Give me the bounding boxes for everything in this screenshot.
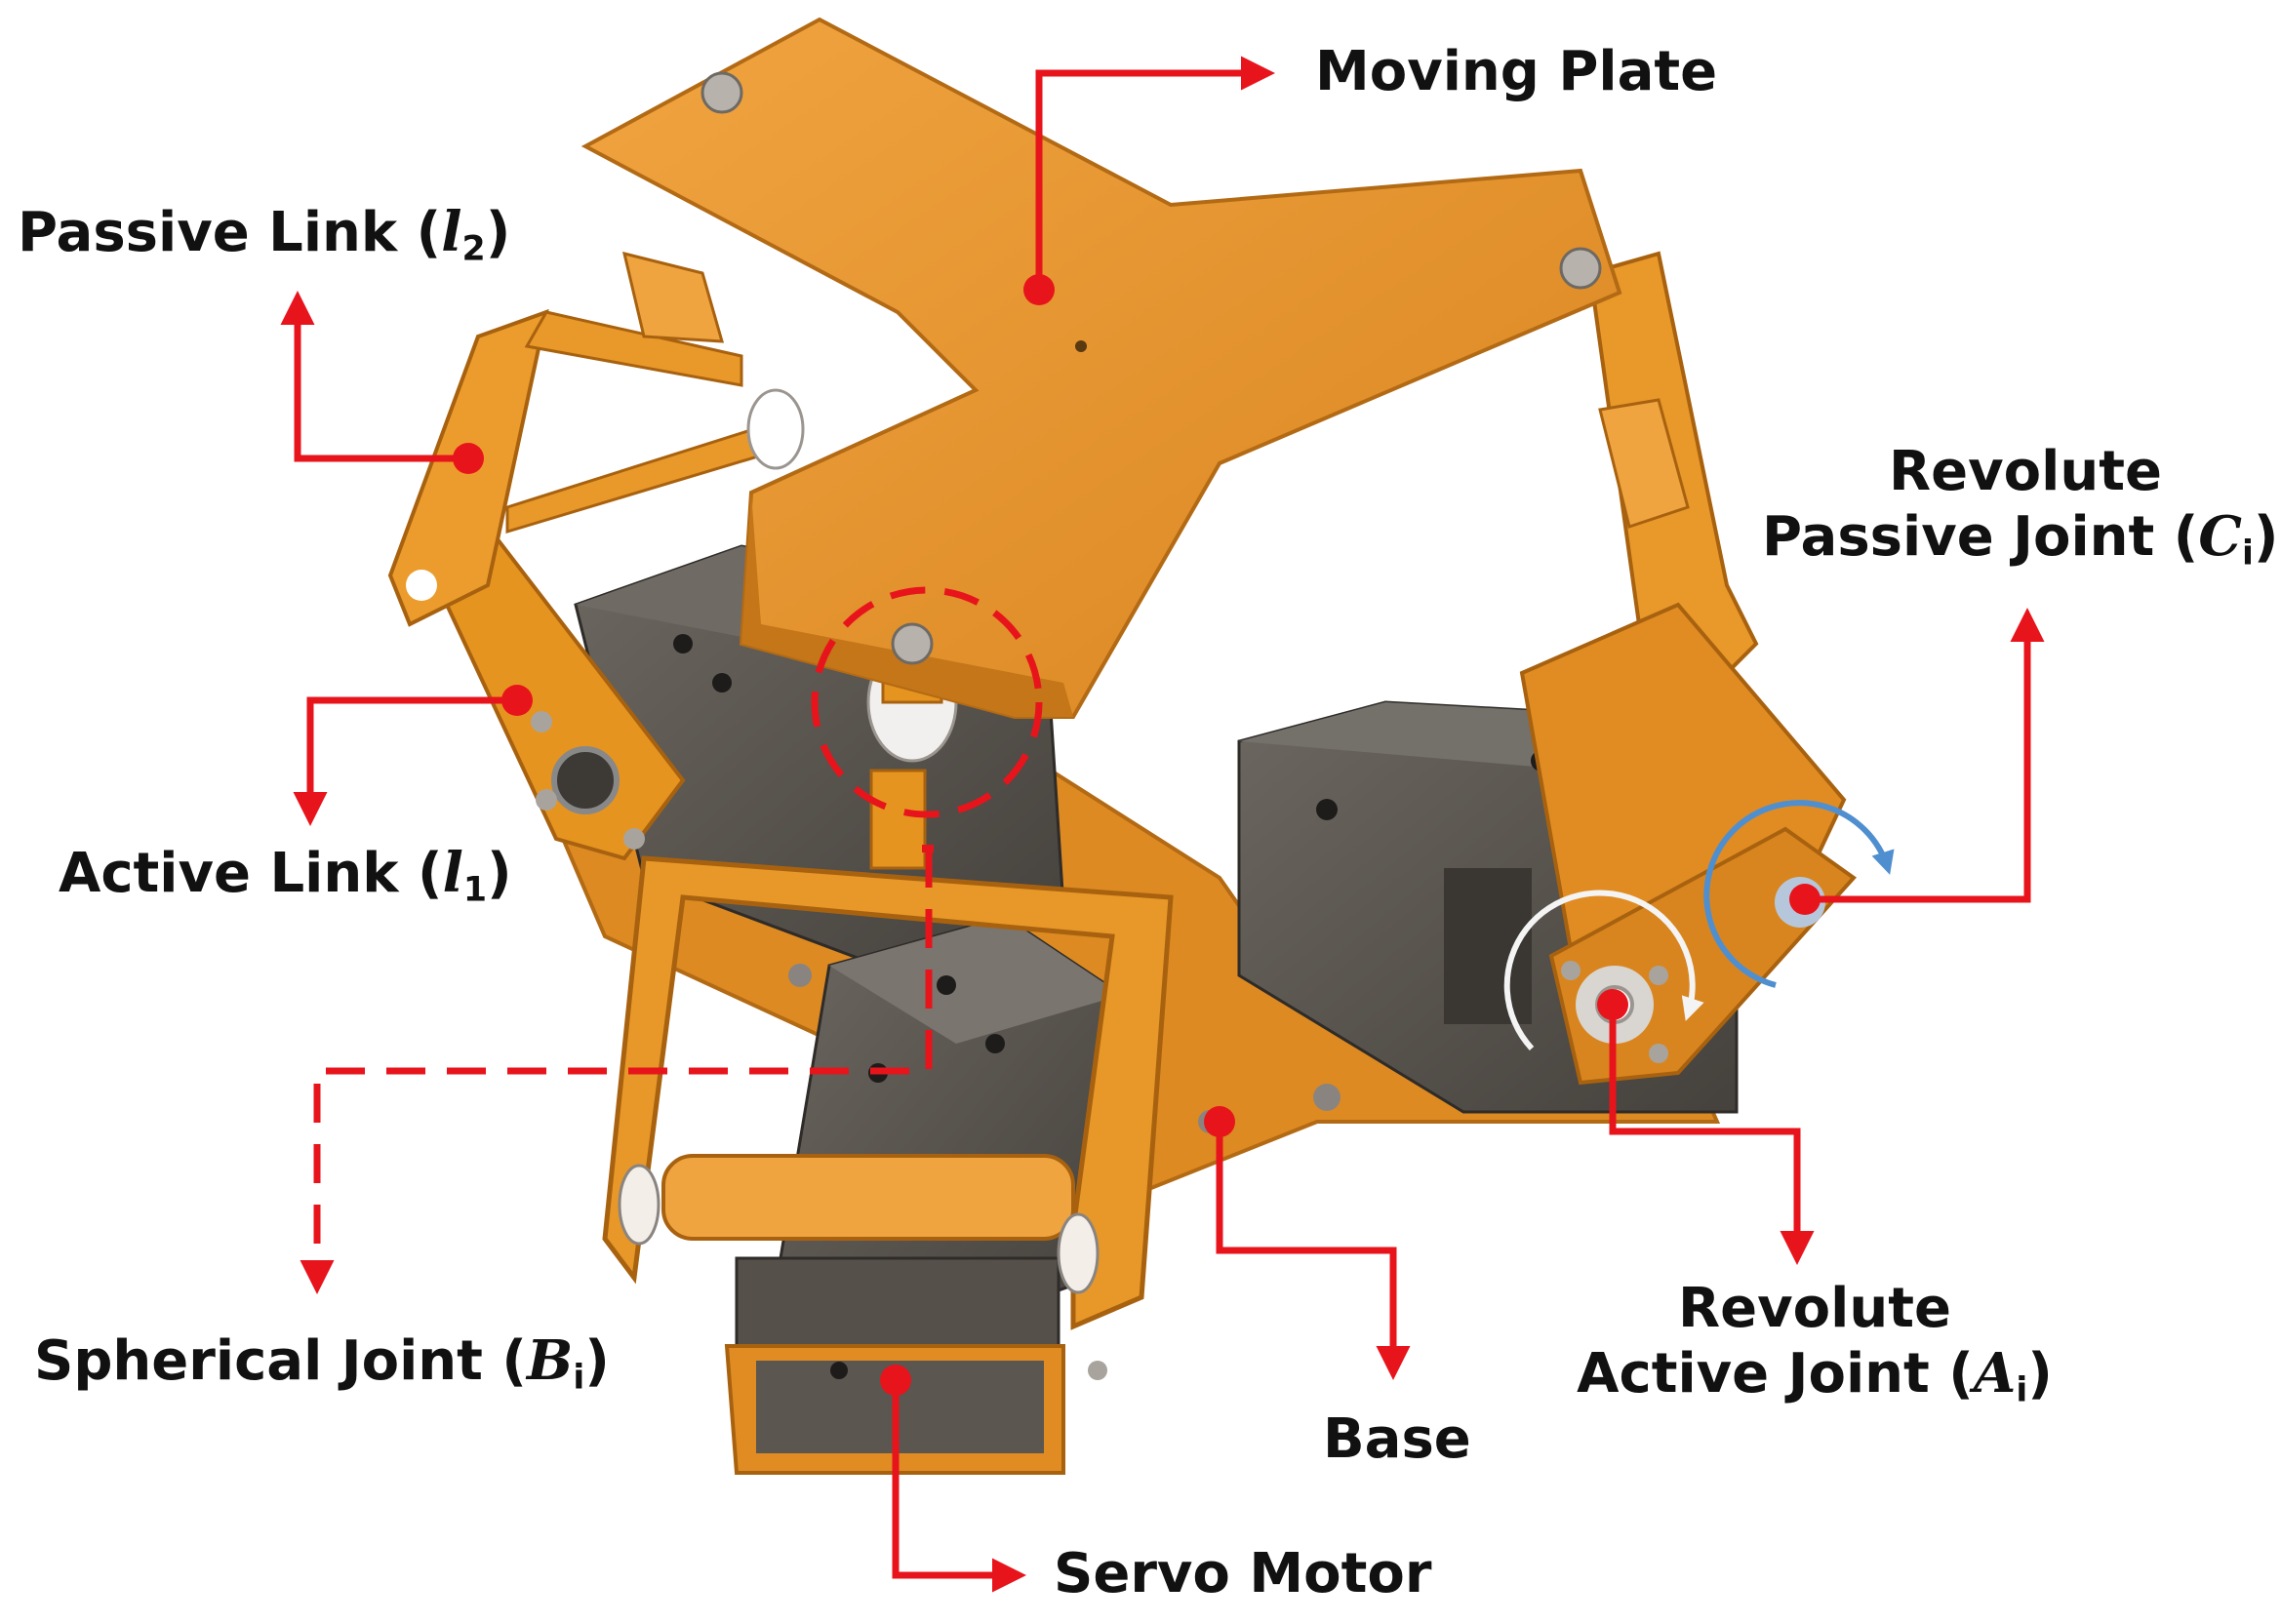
leader-lines (280, 56, 2045, 1593)
base-label: Base (1323, 1407, 1471, 1471)
revolute-active-line1: Revolute (1678, 1277, 1951, 1340)
moving-plate-leader (1023, 56, 1275, 305)
servo-motor-label: Servo Motor (1054, 1542, 1432, 1605)
front-frame-link (602, 769, 1174, 1380)
passive-joint-leader (1789, 608, 2045, 915)
active-joint-rotation-arrow (1503, 890, 1704, 1051)
revolute-passive-close: ) (2253, 505, 2279, 570)
active-link-label: Active Link (l1) (59, 841, 512, 907)
revolute-active-label: Revolute Active Joint (Ai) (1561, 1276, 2068, 1407)
spherical-joint-label: Spherical Joint (Bi) (34, 1328, 610, 1395)
active-link-symbol: l (442, 841, 463, 905)
passive-link-label: Passive Link (l2) (18, 200, 511, 266)
revolute-active-close: ) (2027, 1342, 2053, 1406)
active-link-close: ) (487, 842, 512, 905)
spherical-joint-subscript: i (573, 1358, 585, 1398)
base-leader (1204, 1106, 1411, 1380)
revolute-passive-line1: Revolute (1889, 440, 2162, 503)
passive-link-close: ) (485, 201, 511, 264)
passive-link-text: Passive Link ( (18, 201, 442, 264)
passive-joint-rotation-arrow (1703, 800, 1895, 988)
active-joint-leader (1597, 989, 1815, 1265)
active-link-subscript: 1 (462, 870, 488, 910)
servo-motor-leader (880, 1365, 1026, 1593)
revolute-active-subscript: i (2016, 1370, 2028, 1410)
spherical-joint-text: Spherical Joint ( (34, 1329, 527, 1393)
spherical-joint-leader (300, 586, 1043, 1294)
passive-link-leader (280, 291, 484, 474)
active-link-leader (293, 685, 533, 826)
revolute-passive-subscript: i (2241, 534, 2254, 574)
revolute-active-text: Active Joint ( (1577, 1342, 1974, 1406)
spherical-joint-symbol: B (526, 1328, 574, 1393)
spherical-joint-close: ) (584, 1329, 610, 1393)
revolute-active-symbol: A (1973, 1341, 2017, 1406)
revolute-passive-label: Revolute Passive Joint (Ci) (1762, 439, 2278, 571)
moving-plate-label: Moving Plate (1315, 40, 1718, 103)
revolute-passive-line2: Passive Joint (Ci) (1762, 504, 2278, 571)
revolute-passive-text: Passive Joint ( (1762, 505, 2199, 570)
revolute-active-line2: Active Joint (Ai) (1561, 1341, 2068, 1407)
active-link-text: Active Link ( (59, 842, 443, 905)
revolute-passive-symbol: C (2198, 504, 2242, 570)
passive-link-symbol: l (441, 200, 462, 264)
passive-link-subscript: 2 (461, 229, 486, 269)
